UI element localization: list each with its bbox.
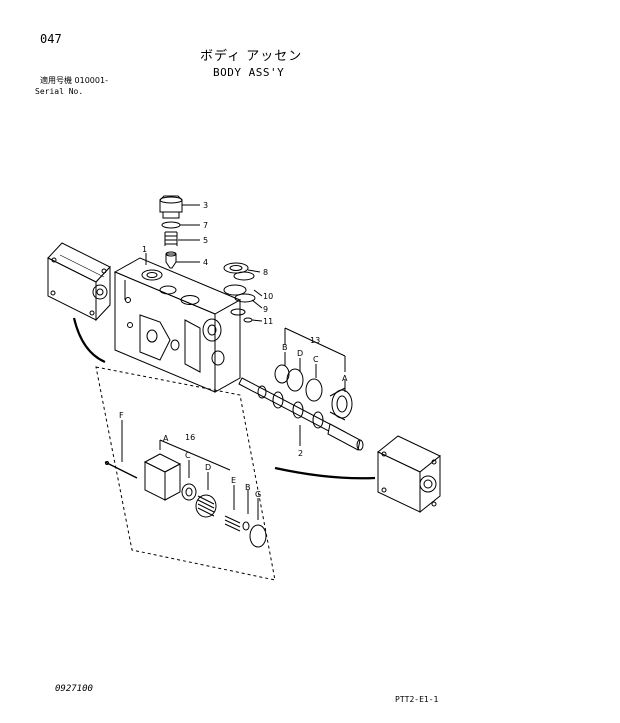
top-plug-assembly [159, 195, 183, 269]
callout-e-lower: E [231, 476, 236, 485]
right-end-cover [377, 435, 441, 514]
footer-document-code: 0927100 [55, 684, 93, 694]
callout-a-lower: A [163, 434, 169, 443]
subassembly-box [95, 366, 276, 581]
footer-page-reference: PTT2-E1-1 [395, 695, 439, 704]
callout-a-upper: A [342, 374, 348, 383]
valve-body [113, 257, 242, 393]
title-japanese: ボディ アッセン [200, 49, 303, 64]
callout-g-lower: G [255, 490, 261, 499]
serial-number-label: Serial No. [35, 87, 84, 96]
callout-11: 11 [263, 317, 273, 326]
callout-c-lower: C [185, 451, 191, 460]
callout-7: 7 [203, 221, 208, 230]
subassembly-parts [104, 453, 267, 548]
callout-16: 16 [185, 433, 195, 442]
spool [238, 377, 364, 451]
callout-1: 1 [142, 245, 147, 254]
serial-range-japanese: 適用号機 010001- [40, 76, 108, 85]
callout-13: 13 [310, 336, 320, 345]
callout-d-lower: D [205, 463, 211, 472]
callout-5: 5 [203, 236, 208, 245]
side-seals [223, 262, 256, 323]
left-end-cover [47, 242, 111, 322]
callout-9: 9 [263, 305, 268, 314]
callout-2: 2 [298, 449, 303, 458]
page-number: 047 [40, 32, 62, 46]
callout-b-upper: B [282, 343, 288, 352]
title-english: BODY ASS'Y [213, 66, 285, 79]
callout-10: 10 [263, 292, 273, 301]
callout-8: 8 [263, 268, 268, 277]
spool-end-parts [274, 364, 353, 421]
callout-d-upper: D [297, 349, 303, 358]
callout-c-upper: C [313, 355, 319, 364]
callout-f: F [119, 411, 124, 420]
callout-4: 4 [203, 258, 208, 267]
callout-b-lower: B [245, 483, 251, 492]
callout-3: 3 [203, 201, 208, 210]
